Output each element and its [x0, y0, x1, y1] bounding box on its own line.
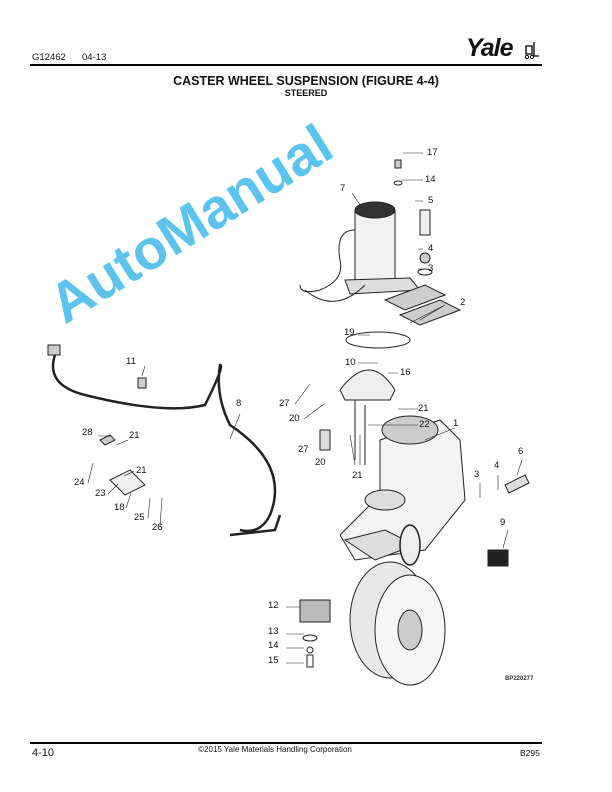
callout: 21 — [129, 430, 140, 441]
callout: 17 — [427, 147, 438, 158]
page-number: 4-10 — [32, 747, 55, 759]
callout: 28 — [82, 427, 93, 438]
callout: 6 — [518, 446, 524, 457]
callout: 22 — [419, 419, 430, 430]
callout: 1 — [453, 418, 459, 429]
callout: 3 — [428, 263, 434, 274]
gear-12-drawing — [299, 599, 331, 623]
page-title: CASTER WHEEL SUSPENSION (FIGURE 4-4) — [173, 74, 439, 88]
callout: 13 — [268, 626, 279, 637]
callout: 11 — [126, 356, 136, 367]
callout: 26 — [152, 522, 163, 533]
callout: 4 — [494, 460, 500, 471]
callout: 27 — [298, 444, 309, 455]
callout: 23 — [95, 488, 106, 499]
bracket-16-drawing — [339, 369, 396, 401]
footer-rule — [30, 742, 542, 744]
wire-harness-drawing — [51, 354, 282, 537]
forklift-icon — [524, 42, 539, 60]
yale-logo: Yale — [466, 34, 514, 62]
callout: 4 — [428, 243, 434, 254]
callout: 5 — [428, 195, 434, 206]
figure-code: BP220277 — [505, 676, 534, 682]
page-subtitle: STEERED — [284, 88, 328, 98]
callout: 24 — [74, 477, 85, 488]
band-clamp-drawing — [345, 331, 411, 349]
callout: 21 — [136, 465, 147, 476]
caster-frame-drawing — [339, 415, 466, 566]
callout: 9 — [500, 517, 506, 528]
header-rule — [30, 64, 542, 66]
callout: 7 — [340, 183, 346, 194]
reference-code: B295 — [520, 748, 540, 758]
callout: 3 — [474, 469, 480, 480]
callout: 21 — [352, 470, 363, 481]
callout: 16 — [400, 367, 411, 378]
callout: 27 — [279, 398, 290, 409]
callout: 21 — [418, 403, 429, 414]
wheel-drawing — [349, 561, 446, 686]
callout: 18 — [114, 502, 125, 513]
callout: 15 — [268, 655, 279, 666]
bumper-9-drawing — [487, 549, 509, 567]
motor-drawing — [299, 201, 422, 302]
callout: 12 — [268, 600, 279, 611]
callout: 2 — [460, 297, 466, 308]
callout: 20 — [315, 457, 326, 468]
callout: 14 — [268, 640, 279, 651]
document-id: G12462 — [32, 52, 66, 63]
callout: 19 — [344, 327, 355, 338]
document-date: 04-13 — [82, 52, 107, 63]
bolt-5-drawing — [419, 209, 431, 236]
copyright: ©2015 Yale Materials Handling Corporatio… — [198, 745, 352, 754]
callout: 14 — [425, 174, 436, 185]
callout: 8 — [236, 398, 242, 409]
callout: 10 — [345, 357, 356, 368]
callout: 20 — [289, 413, 300, 424]
callout: 25 — [134, 512, 145, 523]
